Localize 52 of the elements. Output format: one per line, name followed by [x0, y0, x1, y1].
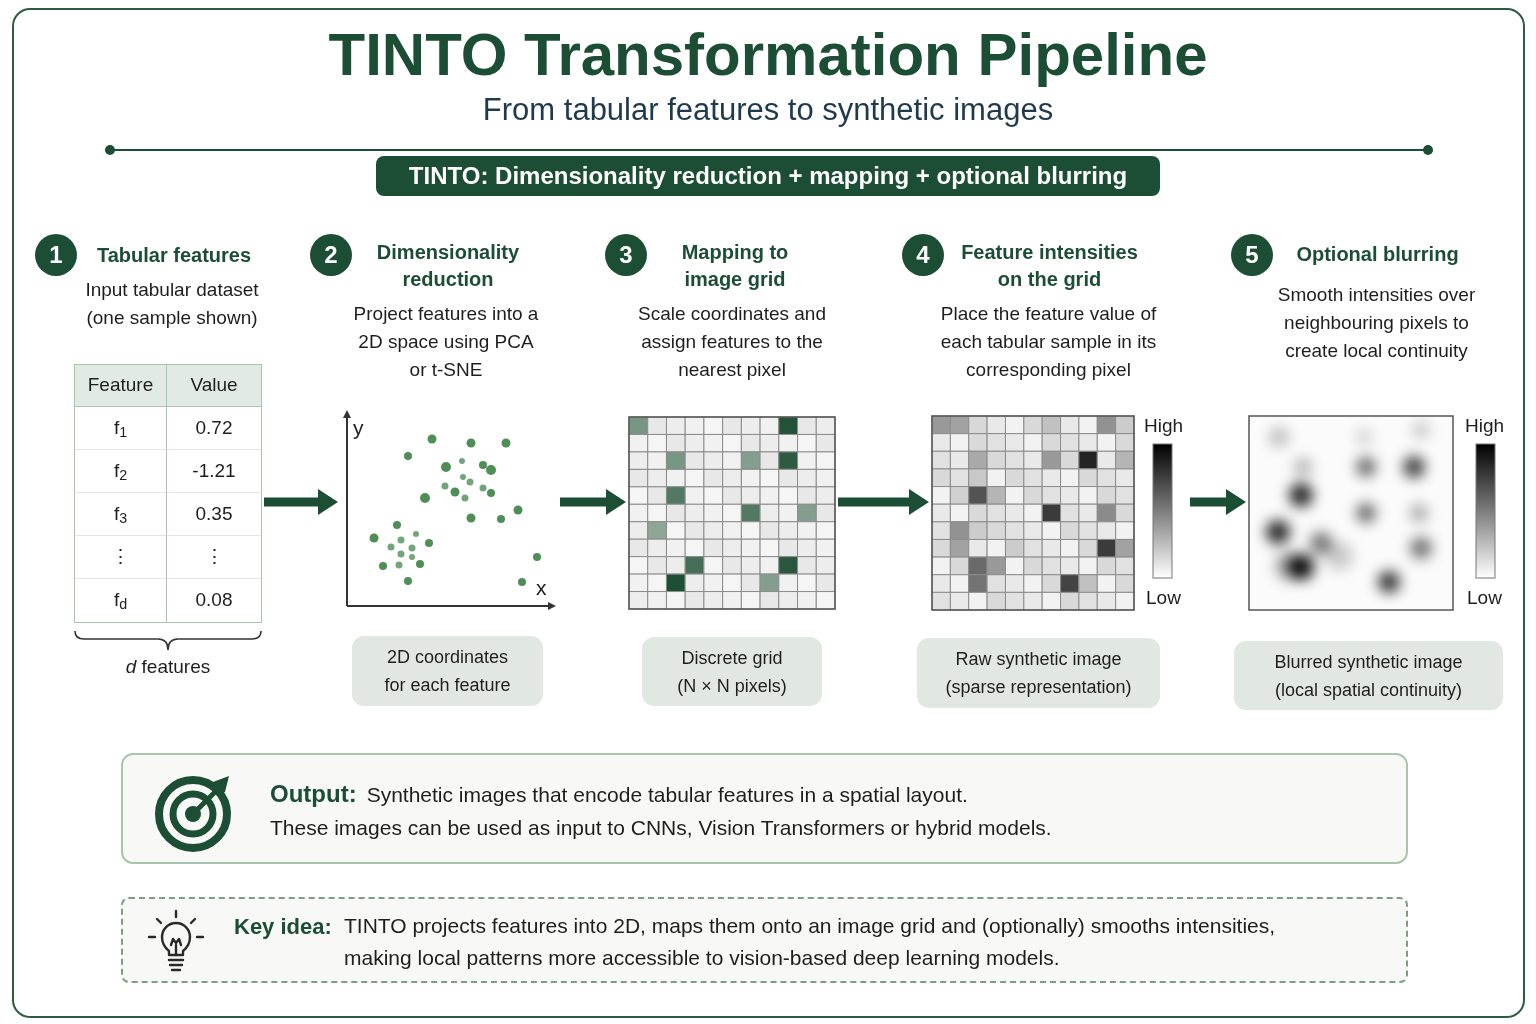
image-caption: Raw synthetic image (sparse representation) — [917, 638, 1160, 708]
feature-value: 0.08 — [194, 588, 234, 613]
banner: TINTO: Dimensionality reduction + mapping + optional blurring — [376, 156, 1160, 196]
output-panel — [121, 753, 1408, 864]
subtitle: From tabular features to synthetic images — [482, 91, 1054, 129]
arrow — [838, 489, 929, 515]
arrow — [1190, 489, 1246, 515]
step-description: Place the feature value of each tabular sample in its corresponding pixel — [939, 302, 1158, 382]
feature-value: 0.35 — [167, 493, 261, 536]
step-heading: Mapping to image grid — [680, 240, 790, 292]
image-caption: Discrete grid (N × N pixels) — [642, 637, 822, 706]
scale-label: Low — [1146, 586, 1181, 610]
image-caption: 2D coordinates for each feature — [352, 636, 543, 706]
title: TINTO Transformation Pipeline — [328, 20, 1208, 90]
data-table — [74, 364, 262, 623]
step-description: Smooth intensities over neighbouring pixels to create local continuity — [1276, 283, 1477, 363]
scale-label: High — [1144, 414, 1184, 438]
arrow — [560, 489, 626, 515]
step-description: Scale coordinates and assign features to the nearest pixel — [637, 302, 827, 382]
step-number: 5 — [1231, 234, 1273, 276]
pixel-grid — [628, 416, 836, 610]
output-text: Synthetic images that encode tabular features in a spatial layout. — [366, 782, 968, 808]
column-header: Feature — [75, 365, 167, 407]
step-number: 3 — [605, 234, 647, 276]
step-number: 4 — [902, 234, 944, 276]
brace-label: d features — [124, 655, 212, 679]
scale-label: High — [1465, 414, 1505, 438]
image-caption: Blurred synthetic image (local spatial continuity) — [1234, 641, 1503, 710]
column-header: Value — [167, 365, 261, 407]
feature-value: 0.72 — [167, 407, 261, 450]
step-heading: Tabular features — [95, 243, 253, 268]
key-idea-panel — [121, 897, 1408, 983]
feature-name: ⋮ — [75, 536, 167, 579]
arrow — [264, 489, 338, 515]
key-idea-label: Key idea: — [234, 913, 332, 941]
step-number: 2 — [310, 234, 352, 276]
feature-name: f$_{d}$ — [75, 579, 167, 622]
output-text: These images can be used as input to CNNs, Vision Transformers or hybrid models. — [270, 815, 1052, 841]
key-idea-text: TINTO projects features into 2D, maps them onto an image grid and (optionally) smooths intensities, making local patterns more accessible to vision-based deep learning models. — [344, 913, 1277, 971]
feature-value: -1.21 — [167, 450, 261, 493]
feature-name: f$_{3}$ — [75, 493, 167, 536]
output-label: Output: — [270, 779, 357, 809]
step-heading: Optional blurring — [1295, 242, 1460, 267]
step-heading: Feature intensities on the grid — [960, 240, 1139, 292]
step-number: 1 — [35, 234, 77, 276]
feature-name: f$_{1}$ — [75, 407, 167, 450]
feature-name: f$_{2}$ — [75, 450, 167, 493]
step-description: Project features into a 2D space using PCA or t-SNE — [352, 302, 540, 382]
feature-value: ⋮ — [167, 536, 261, 579]
scale-label: Low — [1467, 586, 1502, 610]
step-heading: Dimensionality reduction — [375, 240, 521, 292]
step-description: Input tabular dataset (one sample shown) — [84, 278, 260, 330]
